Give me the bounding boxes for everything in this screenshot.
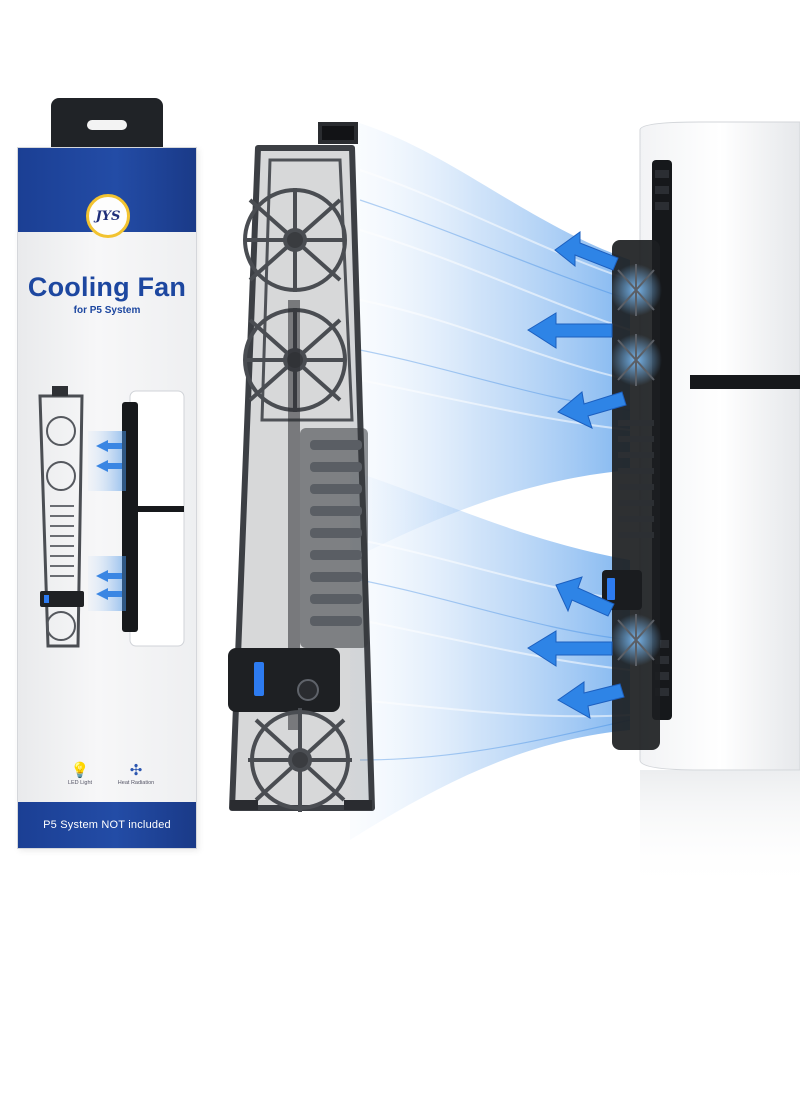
- bulb-icon: 💡: [70, 762, 90, 779]
- box-product-illustration: [38, 386, 185, 648]
- box-subtitle: for P5 System: [73, 305, 141, 316]
- airflow-arrows: [527, 231, 627, 719]
- feature-heat-label: Heat Radiation: [117, 780, 155, 786]
- product-box: JYS Cooling Fan for P5 System: [17, 147, 197, 849]
- box-footer-text: P5 System NOT included: [43, 819, 171, 831]
- mounted-fan: [602, 240, 662, 750]
- feature-heat-radiation: ✣ Heat Radiation: [106, 763, 166, 787]
- cooling-fan-stand: [228, 122, 375, 812]
- fan-icon: ✣: [129, 762, 143, 779]
- box-title: Cooling Fan: [27, 272, 187, 302]
- airflow-streams: [350, 120, 631, 840]
- box-bottom-band: P5 System NOT included: [18, 802, 196, 848]
- game-console: [639, 121, 800, 890]
- brand-logo: JYS: [86, 194, 130, 238]
- box-hanger-tab: [51, 98, 163, 156]
- feature-led-light: 💡 LED Light: [50, 763, 110, 787]
- feature-led-label: LED Light: [67, 780, 93, 786]
